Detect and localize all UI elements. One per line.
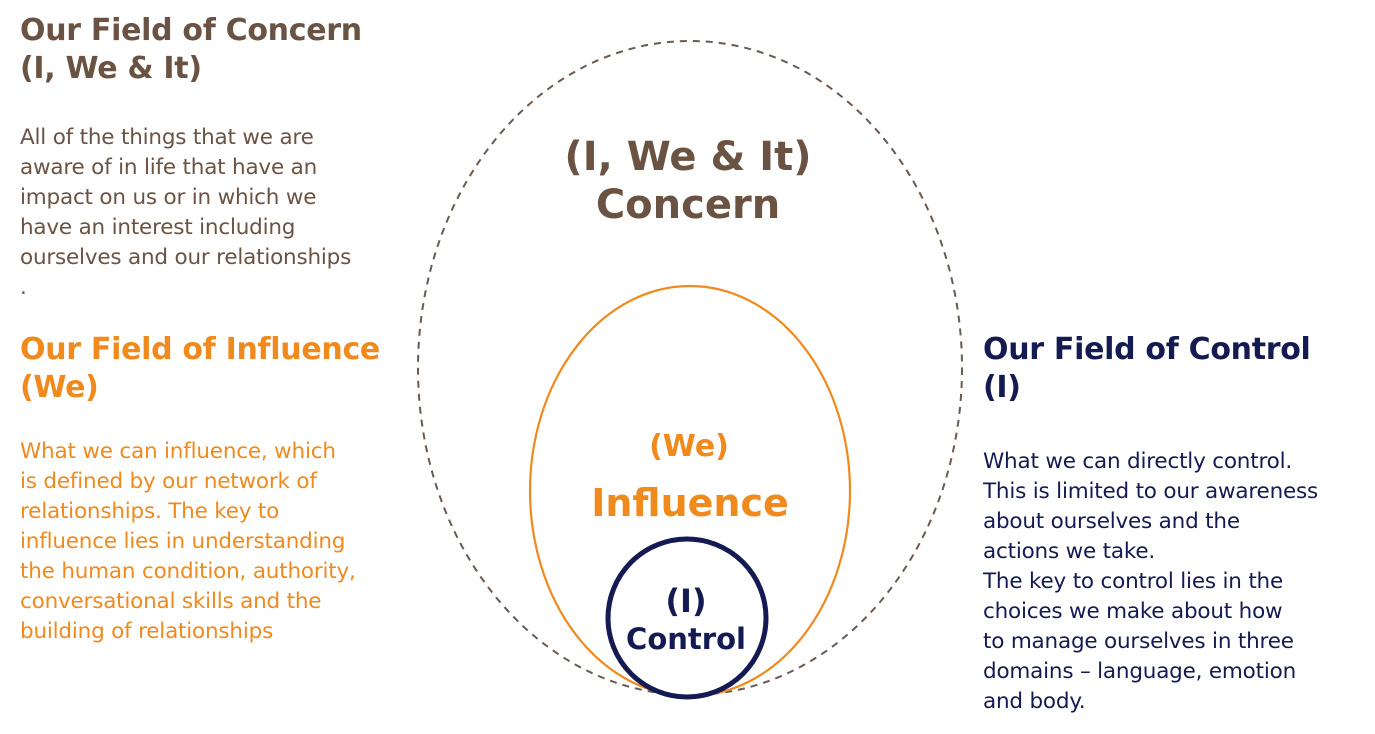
concern-heading-subtitle: (I, We & It) — [20, 51, 202, 86]
influence-diagram-label: Influence — [591, 481, 789, 525]
control-heading-title: Our Field of Control — [983, 332, 1311, 367]
concern-body-text: All of the things that we are aware of i… — [20, 125, 352, 300]
concern-description-block: Our Field of Concern (I, We & It) All of… — [20, 12, 410, 303]
control-circle — [605, 536, 769, 700]
control-diagram-label: Control — [626, 622, 746, 656]
influence-description-block: Our Field of Influence (We) What we can … — [20, 331, 420, 647]
concern-heading: Our Field of Concern (I, We & It) — [20, 12, 410, 88]
concern-diagram-label: Concern — [596, 182, 780, 228]
influence-heading: Our Field of Influence (We) — [20, 331, 420, 407]
influence-heading-subtitle: (We) — [20, 370, 99, 405]
influence-heading-title: Our Field of Influence — [20, 332, 380, 367]
control-heading: Our Field of Control (I) — [983, 331, 1373, 407]
influence-diagram-label-pronouns: (We) — [649, 429, 729, 464]
influence-body-text: What we can influence, which is defined … — [20, 439, 356, 644]
control-diagram-label-pronouns: (I) — [665, 582, 706, 620]
control-heading-subtitle: (I) — [983, 370, 1021, 405]
control-body-text: What we can directly control. This is li… — [983, 449, 1319, 714]
concern-heading-title: Our Field of Concern — [20, 13, 362, 48]
control-description-block: Our Field of Control (I) What we can dir… — [983, 331, 1373, 717]
concern-diagram-label-pronouns: (I, We & It) — [564, 134, 811, 180]
